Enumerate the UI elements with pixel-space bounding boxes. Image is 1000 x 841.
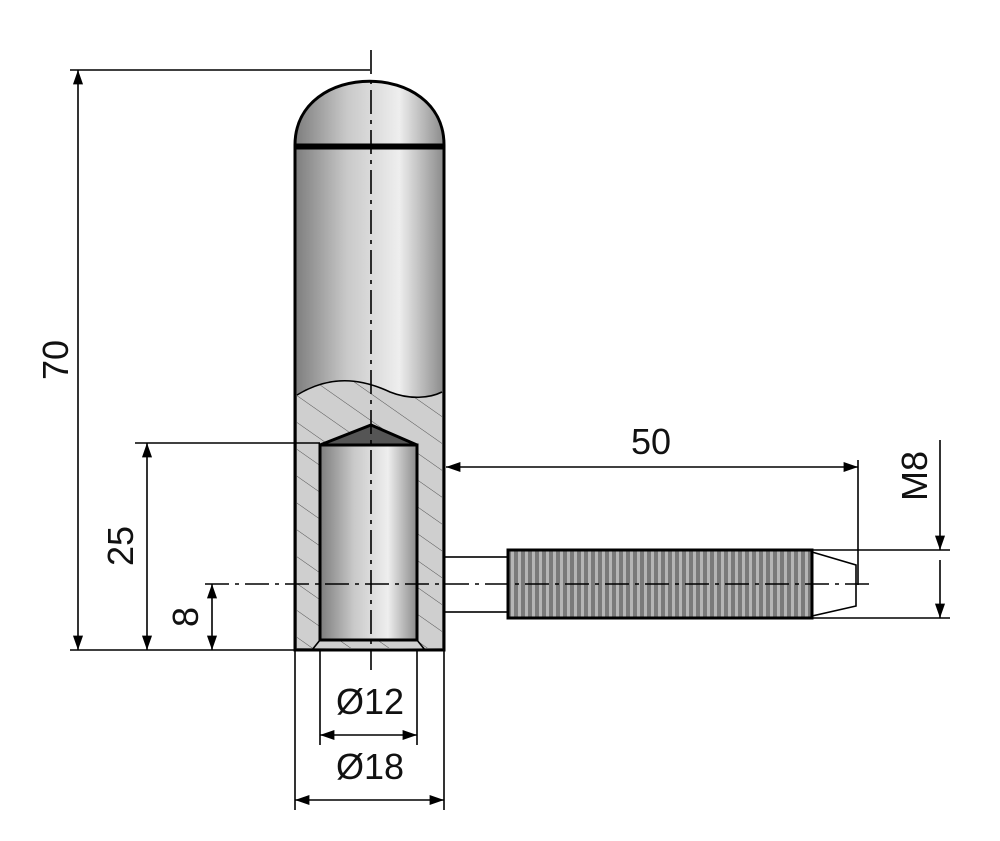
dim-d18: Ø18: [294, 650, 445, 810]
svg-text:M8: M8: [894, 451, 935, 501]
dome-cap: [293, 79, 446, 147]
svg-text:Ø18: Ø18: [336, 746, 404, 787]
pin-tip: [811, 550, 857, 618]
dim-8: 8: [165, 584, 218, 650]
dim-d12: Ø12: [319, 650, 418, 745]
svg-text:50: 50: [631, 421, 671, 462]
dim-70: 70: [35, 69, 370, 651]
bore: [318, 443, 419, 642]
hinge-body: [293, 79, 446, 652]
svg-text:Ø12: Ø12: [336, 681, 404, 722]
dim-50: 50: [446, 421, 859, 585]
dim-25: 25: [100, 442, 320, 650]
svg-text:8: 8: [165, 607, 206, 627]
dim-m8: M8: [812, 440, 950, 619]
svg-text:25: 25: [100, 526, 141, 566]
svg-text:70: 70: [35, 340, 76, 380]
